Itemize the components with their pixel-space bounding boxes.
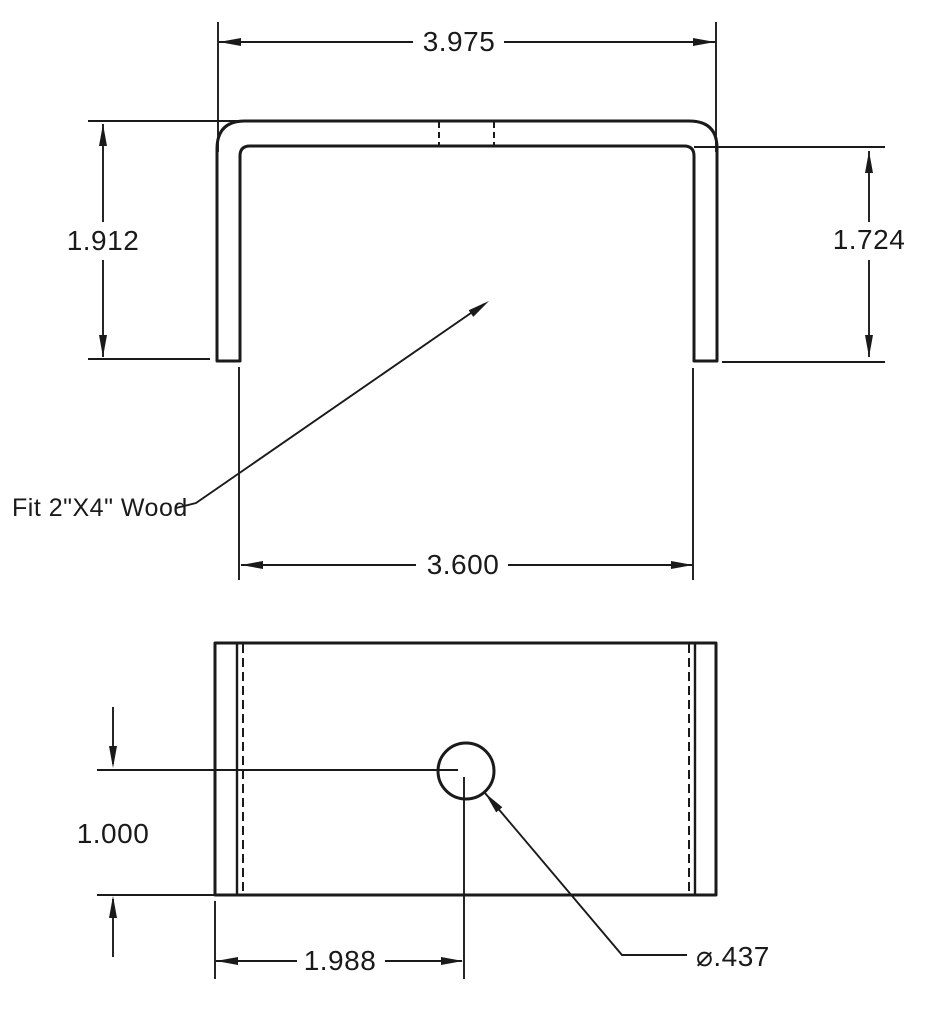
arrowhead-right <box>693 38 715 46</box>
dim-label-inner-width: 3.600 <box>427 549 500 580</box>
dim-label-left-height: 1.912 <box>67 225 140 256</box>
dimension-overall-width: 3.975 <box>219 26 715 57</box>
front-view: 3.975 1.912 1.724 <box>12 22 905 580</box>
note-fit-wood: Fit 2"X4" Wood <box>12 494 188 522</box>
dimension-hole-from-edge: 1.988 <box>216 945 463 976</box>
dim-label-hole-diameter: ⌀.437 <box>696 941 770 972</box>
leader-fit-note <box>175 303 485 509</box>
fit-wood-callout: Fit 2"X4" Wood <box>12 301 489 522</box>
arrowhead-right <box>441 957 463 965</box>
arrowhead-leader <box>468 301 489 317</box>
dim-label-overall-width: 3.975 <box>423 26 496 57</box>
dimension-inner-width: 3.600 <box>241 549 693 580</box>
hole-circle <box>436 741 496 801</box>
arrowhead-down <box>865 335 873 357</box>
hole-diameter-callout: ⌀.437 <box>484 792 770 972</box>
dimension-right-height: 1.724 <box>833 151 906 357</box>
dim-label-hole-from-edge: 1.988 <box>304 945 377 976</box>
dim-label-hole-from-bottom: 1.000 <box>77 818 150 849</box>
dimension-left-height: 1.912 <box>67 124 140 357</box>
arrowhead-up <box>109 896 117 918</box>
leader-hole-dia <box>484 792 687 956</box>
arrowhead-leader <box>485 793 503 813</box>
arrowhead-right <box>671 561 693 569</box>
bracket-outline <box>215 119 719 363</box>
plate-outline <box>213 641 718 897</box>
arrowhead-down <box>109 746 117 768</box>
dimension-hole-from-bottom: 1.000 <box>77 707 150 957</box>
arrowhead-down <box>99 335 107 357</box>
arrowhead-left <box>216 957 238 965</box>
arrowhead-up <box>99 124 107 146</box>
dim-label-right-height: 1.724 <box>833 224 906 255</box>
bottom-view: 1.000 1.988 ⌀.437 <box>77 641 770 979</box>
arrowhead-left <box>241 561 263 569</box>
arrowhead-up <box>865 151 873 173</box>
arrowhead-left <box>219 38 241 46</box>
